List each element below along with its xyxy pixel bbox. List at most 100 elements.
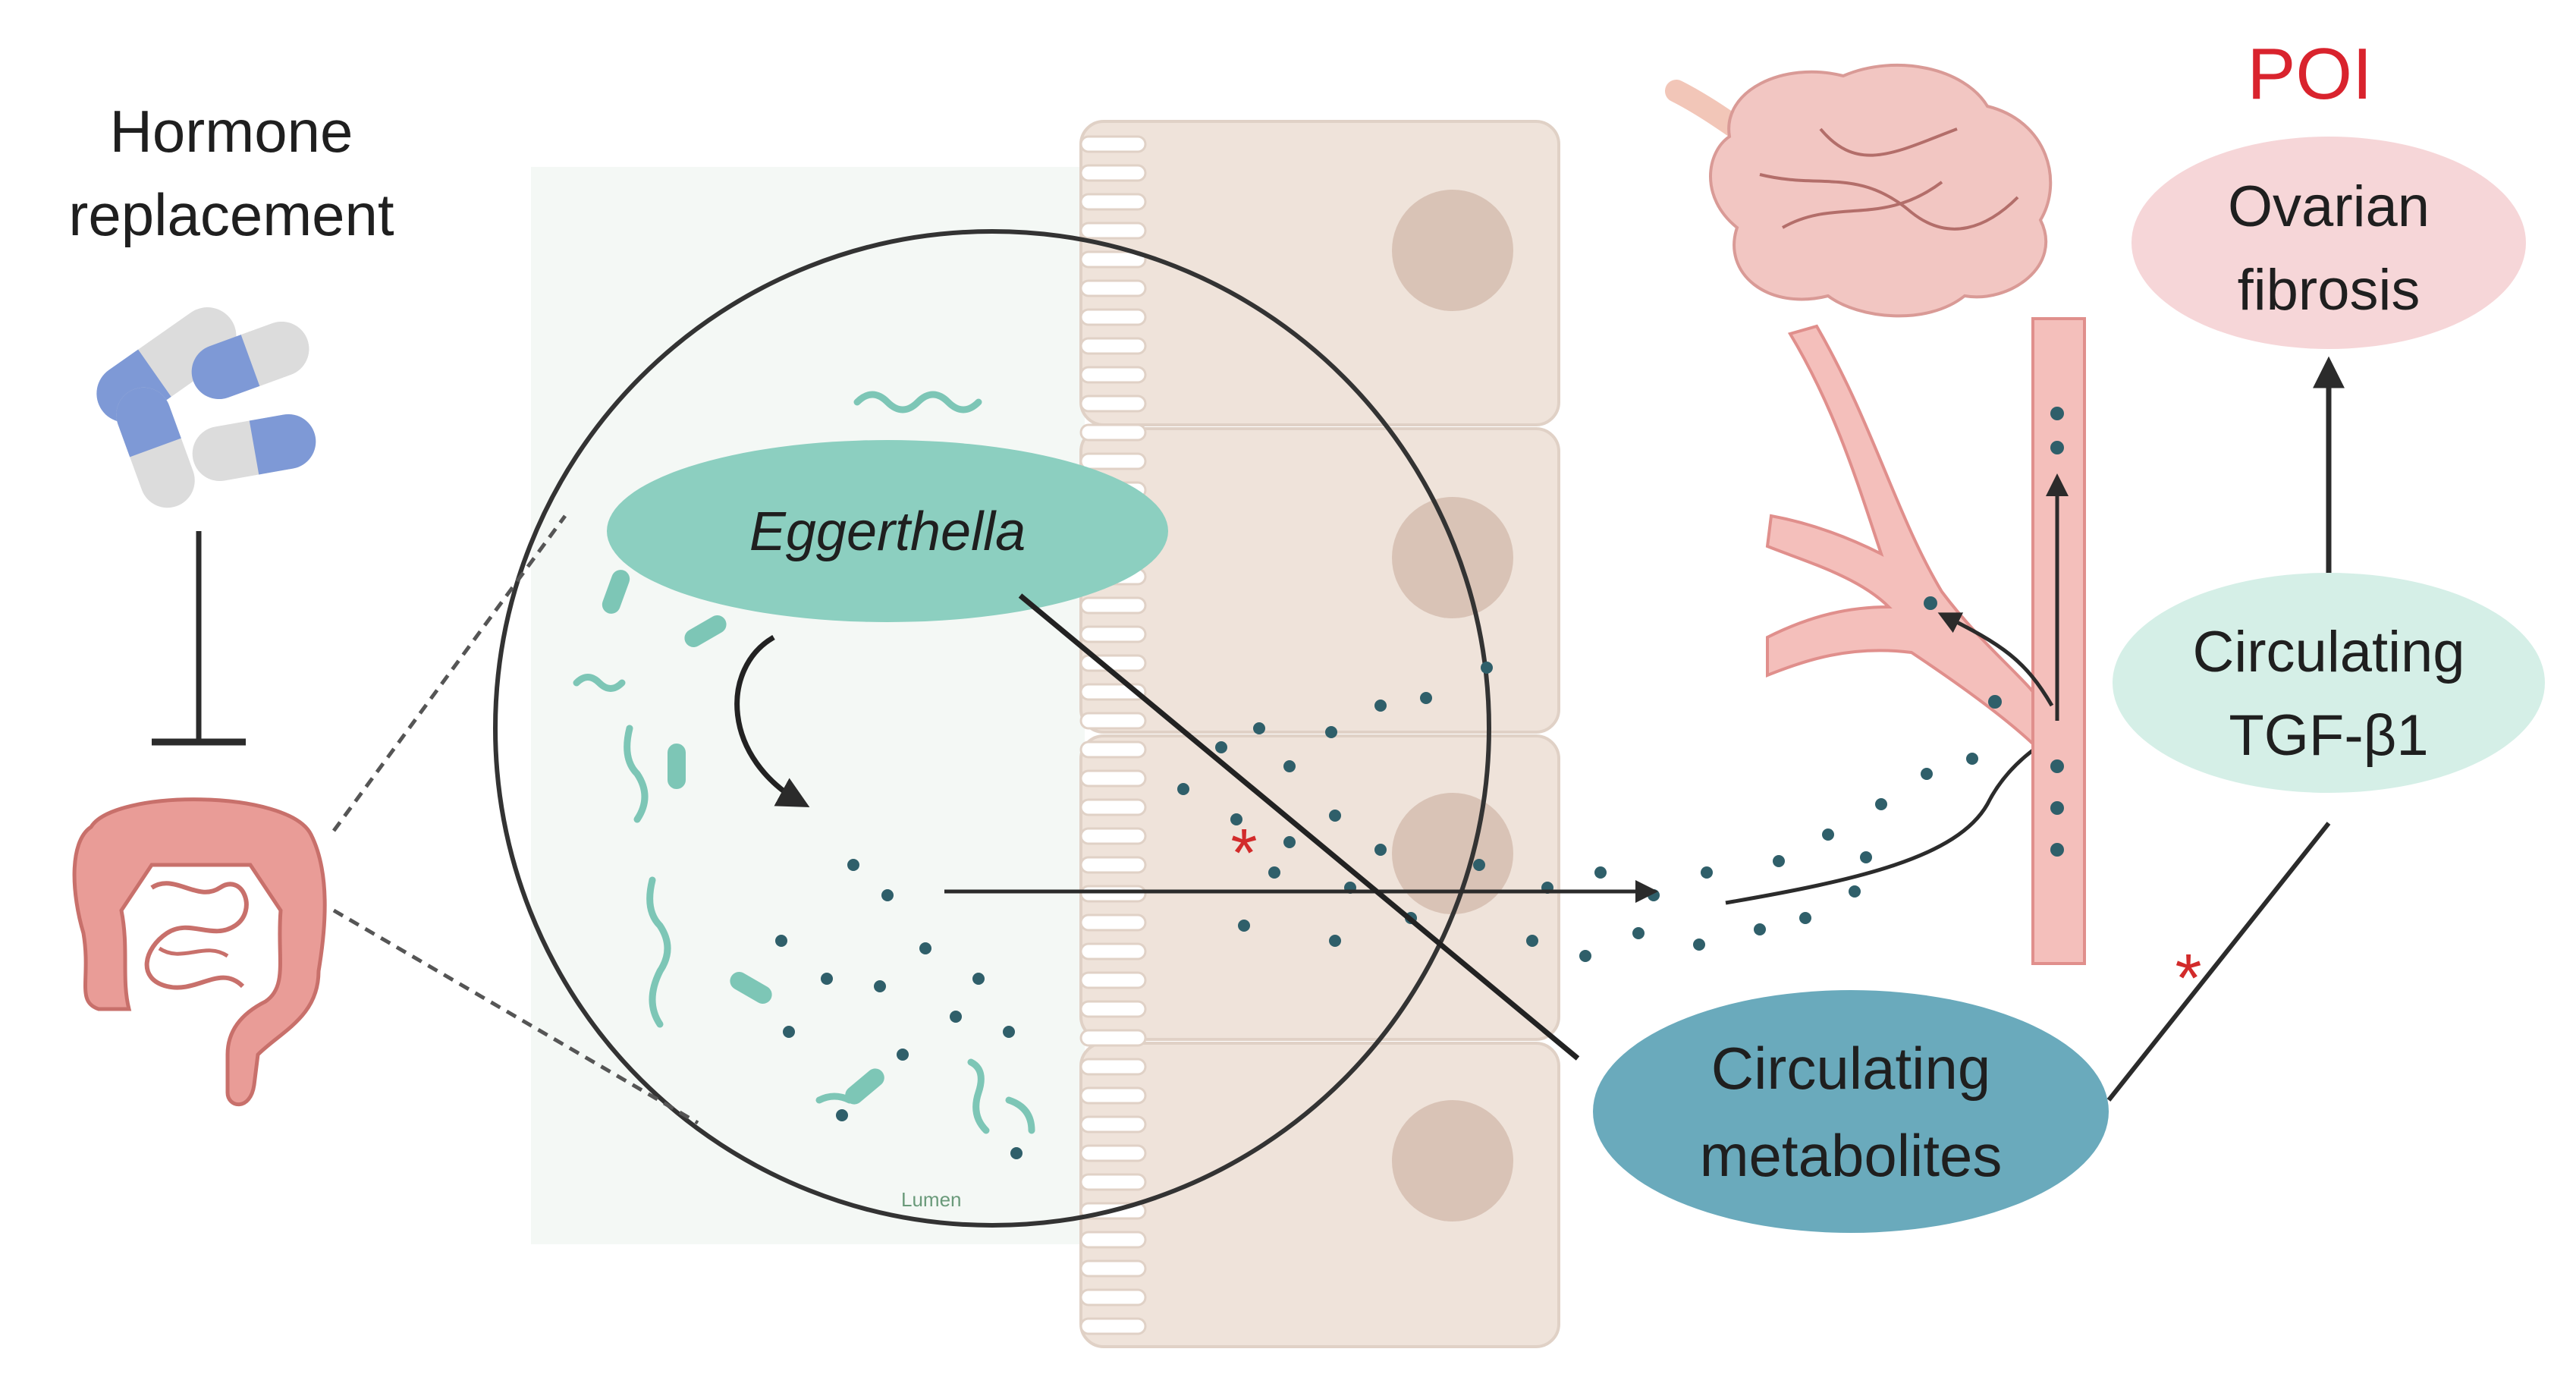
metabolite-particle bbox=[919, 942, 931, 954]
microvillus bbox=[1079, 1259, 1147, 1278]
metabolite-particle bbox=[1860, 851, 1872, 863]
tgf-label-line1: Circulating bbox=[2192, 620, 2464, 684]
metabolites-ellipse bbox=[1593, 990, 2109, 1233]
poi-label: POI bbox=[2247, 33, 2372, 115]
metabolite-particle bbox=[897, 1049, 909, 1061]
metabolite-particle bbox=[1966, 753, 1978, 765]
metabolite-particle bbox=[821, 973, 833, 985]
microvillus bbox=[1079, 942, 1147, 961]
significance-star-gut: * bbox=[1230, 816, 1257, 891]
metabolite-particle bbox=[1329, 810, 1341, 822]
microvillus bbox=[1079, 337, 1147, 355]
microvillus bbox=[1079, 1058, 1147, 1076]
microvillus bbox=[1079, 193, 1147, 211]
microvillus bbox=[1079, 1115, 1147, 1133]
zoom-line-top bbox=[331, 514, 567, 832]
metabolite-particle bbox=[1481, 662, 1493, 674]
transport-arrow-2 bbox=[1725, 726, 2068, 905]
metabolite-particle bbox=[1177, 783, 1189, 795]
zoom-line-bottom bbox=[332, 908, 699, 1125]
metabolite-particle bbox=[1420, 692, 1432, 704]
metabolite-particle bbox=[1693, 939, 1705, 951]
microvillus bbox=[1079, 798, 1147, 816]
microvillus bbox=[1079, 250, 1147, 269]
conversion-arrow bbox=[734, 634, 810, 808]
microvillus bbox=[1079, 712, 1147, 730]
microvillus bbox=[1079, 971, 1147, 989]
metabolite-particle bbox=[874, 980, 886, 992]
vessel-particles bbox=[1924, 407, 2064, 857]
microvillus bbox=[1079, 596, 1147, 615]
microvillus bbox=[1079, 452, 1147, 470]
microvillus bbox=[1079, 827, 1147, 845]
metabolite-particle bbox=[1374, 700, 1387, 712]
eggerthella-ellipse bbox=[607, 440, 1168, 622]
association-line bbox=[1018, 593, 1580, 1061]
capsule-icon bbox=[96, 307, 316, 508]
metabolite-particle bbox=[1253, 722, 1265, 734]
microvillus bbox=[1079, 366, 1147, 384]
hormone-replacement-group: Hormone replacement bbox=[68, 98, 394, 1107]
metabolite-particle bbox=[1754, 923, 1766, 935]
nucleus bbox=[1392, 190, 1513, 311]
bacteria-group bbox=[573, 391, 1035, 1134]
microvillus bbox=[1079, 1144, 1147, 1162]
branching-vessel bbox=[1765, 324, 2050, 755]
metabolite-particle bbox=[1849, 885, 1861, 898]
metabolite-particle bbox=[1799, 912, 1811, 924]
microvillus bbox=[1079, 222, 1147, 240]
metabolite-particle bbox=[972, 973, 985, 985]
microvillus bbox=[1079, 135, 1147, 153]
nucleus bbox=[1392, 793, 1513, 914]
metabolite-particle bbox=[1230, 813, 1242, 825]
metabolite-particle bbox=[783, 1026, 795, 1038]
microvillus bbox=[1079, 625, 1147, 643]
microvillus bbox=[1079, 1317, 1147, 1335]
microvillus bbox=[1079, 1086, 1147, 1105]
metabolite-particle bbox=[1283, 836, 1296, 848]
metabolite-particle bbox=[881, 889, 894, 901]
metabolites-label-line2: metabolites bbox=[1700, 1122, 2003, 1189]
ovary-icon bbox=[1665, 63, 2053, 318]
ovarian-label-line2: fibrosis bbox=[2238, 258, 2420, 322]
gut-tissue: Lumen Eggerthella bbox=[331, 120, 2068, 1348]
nucleus bbox=[1392, 497, 1513, 618]
microvillus bbox=[1079, 423, 1147, 442]
microvillus bbox=[1079, 885, 1147, 903]
microvillus bbox=[1079, 1173, 1147, 1191]
lumen-background bbox=[531, 167, 1085, 1244]
metabolite-particle bbox=[1875, 798, 1887, 810]
metabolite-particle bbox=[1526, 935, 1538, 947]
metabolite-particle bbox=[1473, 859, 1485, 871]
microvillus bbox=[1079, 308, 1147, 326]
microvillus bbox=[1079, 1000, 1147, 1018]
microvillus bbox=[1079, 769, 1147, 788]
enterocyte-column bbox=[1079, 120, 1560, 1348]
metabolite-particle bbox=[1283, 760, 1296, 772]
metabolite-particle bbox=[1238, 920, 1250, 932]
metabolite-particle bbox=[1215, 741, 1227, 753]
rod-bacteria bbox=[602, 570, 884, 1105]
magnifier-circle bbox=[493, 229, 1491, 1228]
nucleus bbox=[1392, 1100, 1513, 1222]
metabolite-particle bbox=[1773, 855, 1785, 867]
microvillus bbox=[1079, 740, 1147, 759]
ovarian-label-line1: Ovarian bbox=[2228, 174, 2430, 239]
metabolite-particle bbox=[1594, 866, 1607, 879]
metabolite-particle bbox=[1329, 935, 1341, 947]
microvillus bbox=[1079, 1029, 1147, 1047]
microvillus bbox=[1079, 654, 1147, 672]
lumen-label: Lumen bbox=[901, 1188, 962, 1211]
microvillus bbox=[1079, 913, 1147, 932]
metabolite-particle bbox=[1822, 828, 1834, 841]
metabolite-particle bbox=[1579, 950, 1591, 962]
circulation-group bbox=[1665, 63, 2086, 965]
metabolite-particle bbox=[1010, 1147, 1023, 1159]
metabolite-particle bbox=[1003, 1026, 1015, 1038]
metabolite-particle bbox=[1921, 768, 1933, 780]
vessel-branch-arrow bbox=[1937, 612, 2054, 707]
outcome-group: POI Ovarian fibrosis Circulating TGF-β1 … bbox=[1593, 33, 2545, 1233]
microvillus bbox=[1079, 279, 1147, 297]
eggerthella-label: Eggerthella bbox=[749, 501, 1026, 562]
